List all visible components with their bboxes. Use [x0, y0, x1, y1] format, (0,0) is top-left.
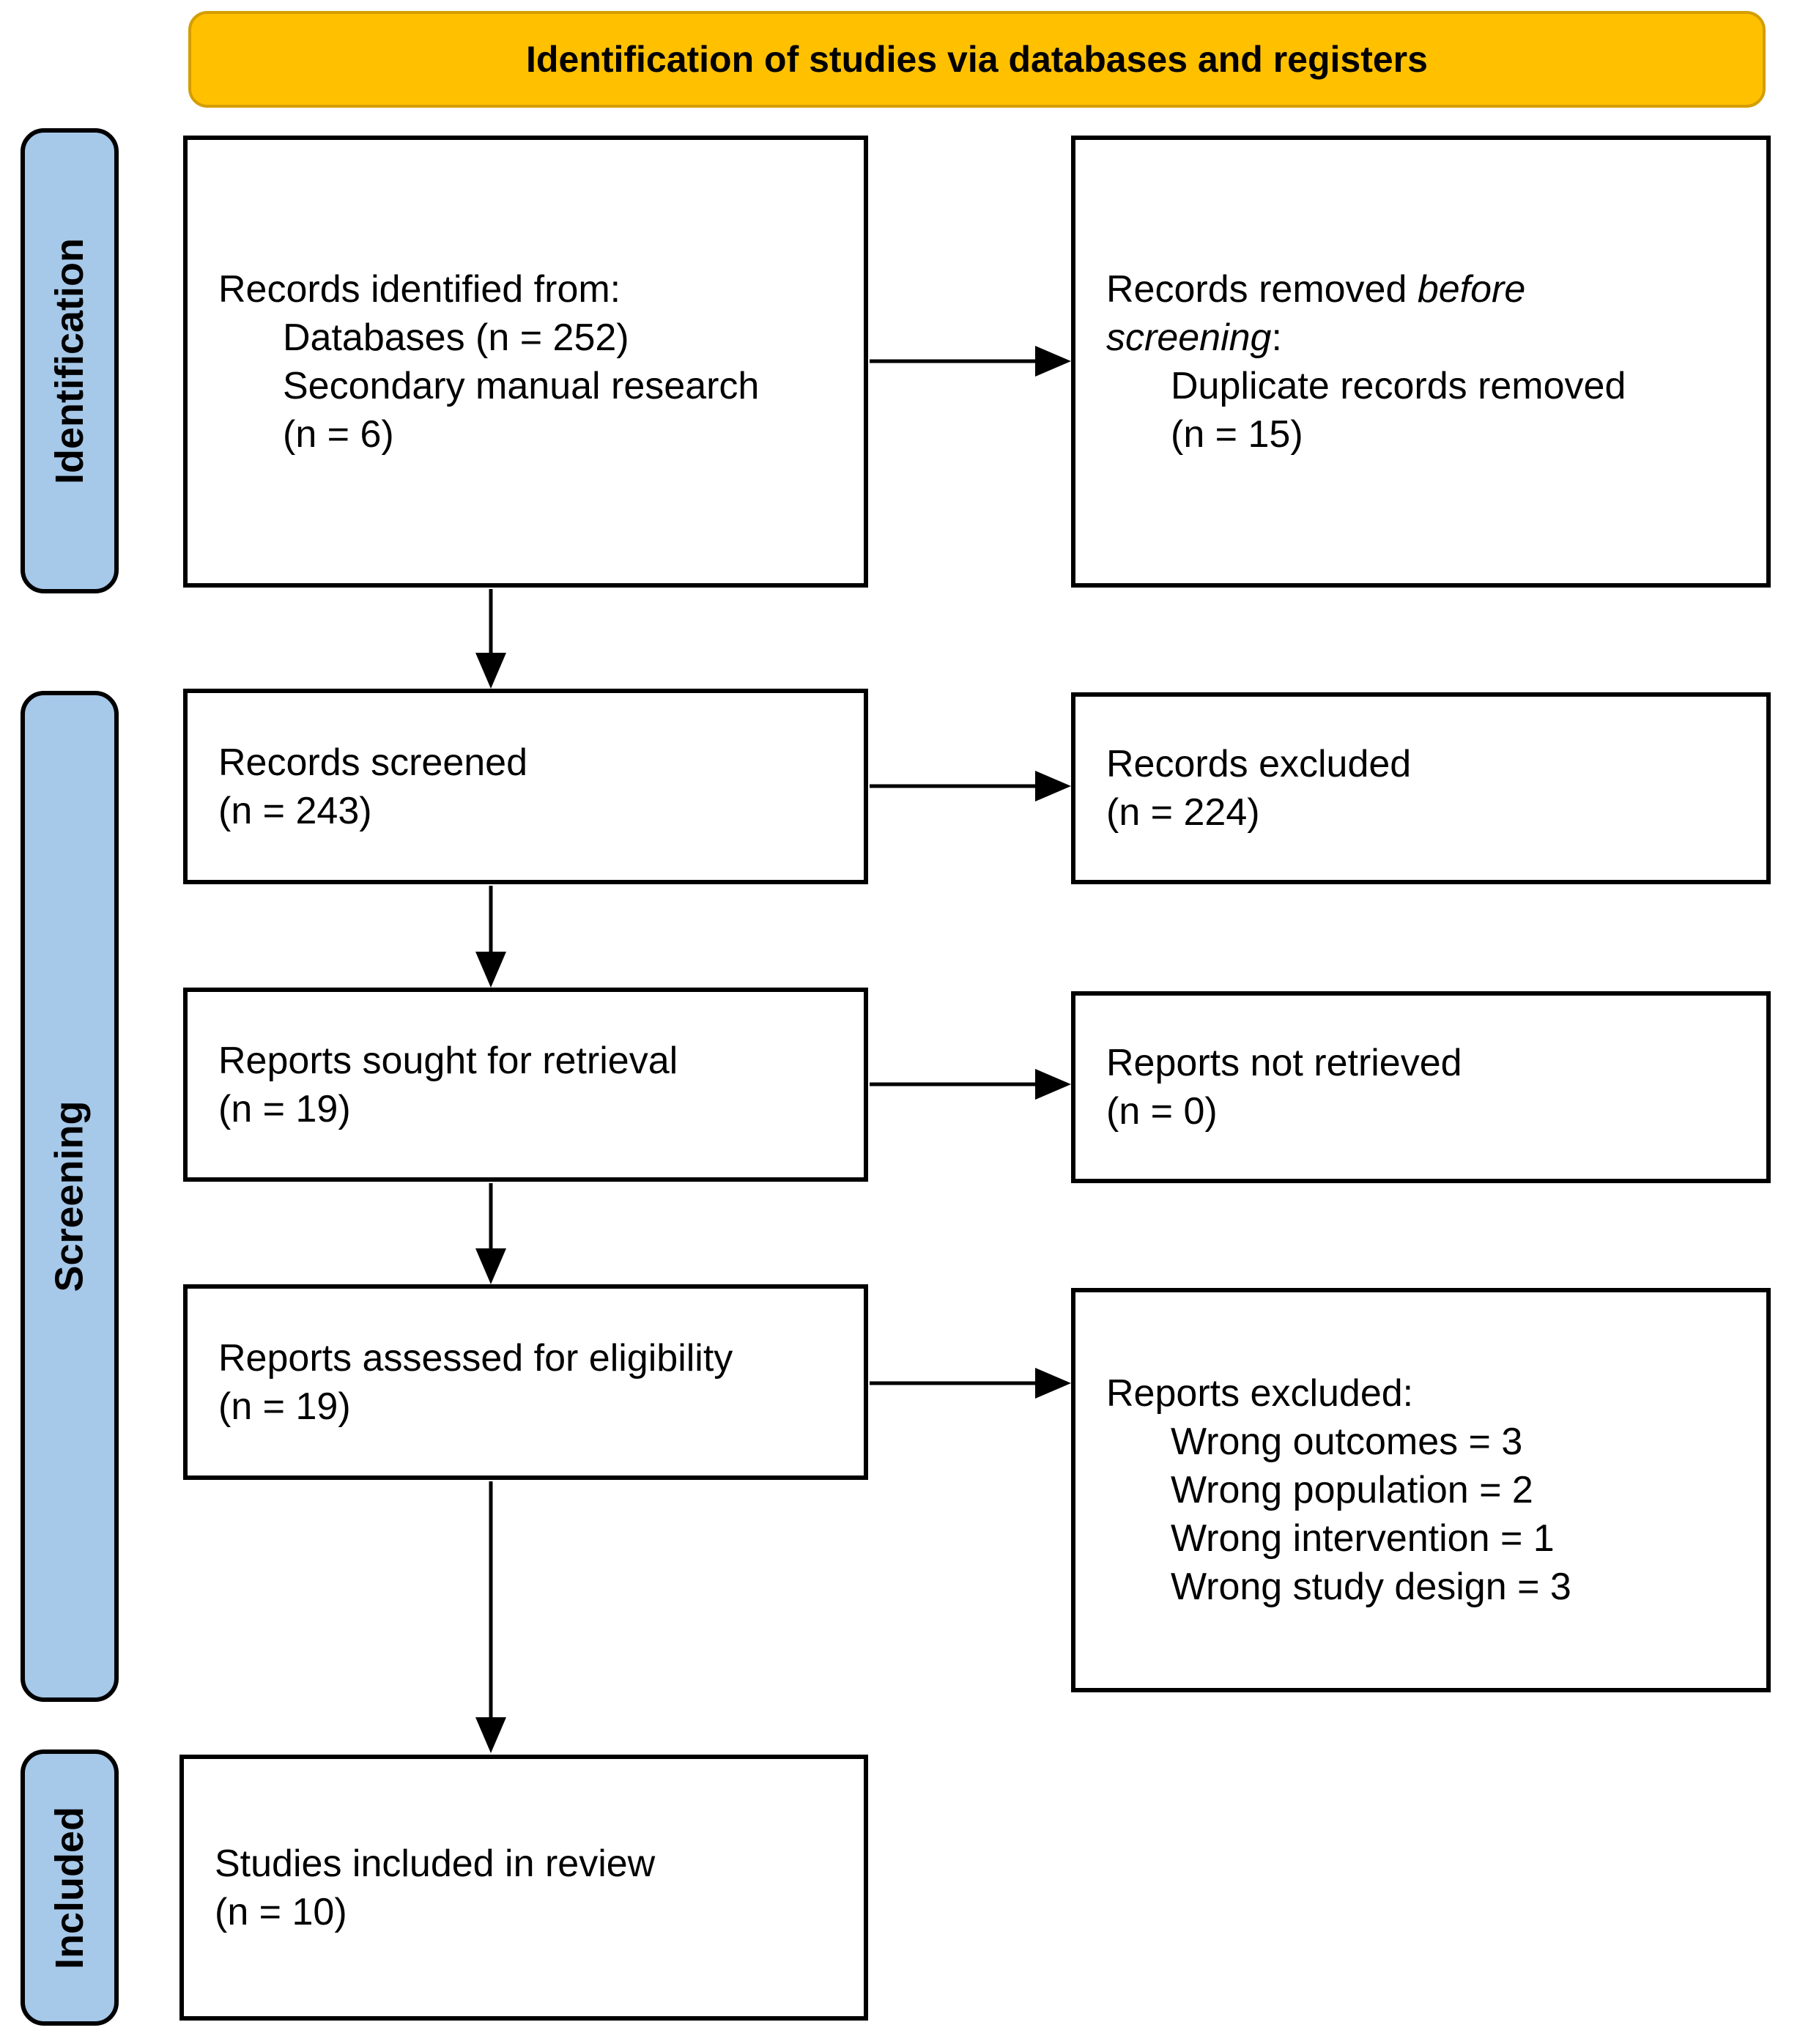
title-banner: Identification of studies via databases … [188, 11, 1766, 108]
box-records-identified: Records identified from: Databases (n = … [183, 136, 868, 588]
box-line: Studies included in review [215, 1842, 656, 1885]
arrow-identified-to-screened [475, 589, 506, 689]
arrow-sought-to-not-retrieved [870, 1069, 1071, 1100]
stage-bar-identification: Identification [21, 128, 119, 593]
box-line: Wrong outcomes = 3 [1171, 1421, 1523, 1463]
box-line: Reports not retrieved [1106, 1042, 1462, 1084]
box-records-screened: Records screened (n = 243) [183, 689, 868, 884]
stage-label-identification: Identification [48, 237, 92, 484]
box-records-removed: Records removed before screening: Duplic… [1071, 136, 1771, 588]
box-line: (n = 19) [218, 1087, 351, 1130]
box-line: Reports excluded: [1106, 1372, 1414, 1415]
box-line: (n = 19) [218, 1385, 351, 1428]
box-line: Databases (n = 252) [283, 316, 629, 359]
box-line: (n = 6) [283, 412, 394, 456]
box-line: Records identified from: [218, 267, 621, 311]
box-line: Wrong population = 2 [1171, 1469, 1533, 1511]
diagram-title: Identification of studies via databases … [526, 39, 1428, 80]
box-records-excluded: Records excluded (n = 224) [1071, 692, 1771, 884]
box-line: (n = 0) [1106, 1090, 1218, 1133]
arrow-assessed-to-included [475, 1481, 506, 1753]
box-line: (n = 10) [215, 1890, 347, 1933]
box-line-text: Records removed [1106, 267, 1418, 311]
box-line-italic: screening [1106, 316, 1272, 359]
stage-bar-screening: Screening [21, 691, 119, 1702]
box-reports-assessed: Reports assessed for eligibility (n = 19… [183, 1284, 868, 1480]
box-line: Duplicate records removed [1171, 364, 1626, 407]
box-line: Wrong study design = 3 [1171, 1566, 1571, 1608]
box-line: Records screened [218, 741, 527, 784]
stage-label-included: Included [48, 1806, 92, 1969]
box-line-italic: before [1417, 267, 1526, 311]
box-line: (n = 224) [1106, 791, 1260, 834]
arrow-identified-to-removed [870, 346, 1071, 377]
box-reports-not-retrieved: Reports not retrieved (n = 0) [1071, 991, 1771, 1183]
stage-bar-included: Included [21, 1749, 119, 2026]
box-reports-sought: Reports sought for retrieval (n = 19) [183, 988, 868, 1182]
box-line: Reports sought for retrieval [218, 1039, 678, 1082]
box-line: Records removed before [1106, 265, 1752, 314]
box-reports-excluded: Reports excluded: Wrong outcomes = 3 Wro… [1071, 1288, 1771, 1692]
box-line: (n = 243) [218, 789, 372, 832]
box-line: (n = 15) [1171, 412, 1303, 456]
box-line: Reports assessed for eligibility [218, 1336, 733, 1380]
box-studies-included: Studies included in review (n = 10) [179, 1755, 868, 2021]
box-line: Records excluded [1106, 743, 1412, 785]
arrow-assessed-to-reports-excluded [870, 1368, 1071, 1399]
stage-label-screening: Screening [48, 1100, 92, 1292]
box-line: Wrong intervention = 1 [1171, 1517, 1555, 1560]
arrow-screened-to-excluded [870, 771, 1071, 801]
arrow-screened-to-sought [475, 886, 506, 988]
arrow-sought-to-assessed [475, 1183, 506, 1284]
box-line-text: : [1271, 316, 1282, 359]
box-line: Secondary manual research [283, 364, 760, 407]
box-line: screening: [1106, 314, 1752, 362]
